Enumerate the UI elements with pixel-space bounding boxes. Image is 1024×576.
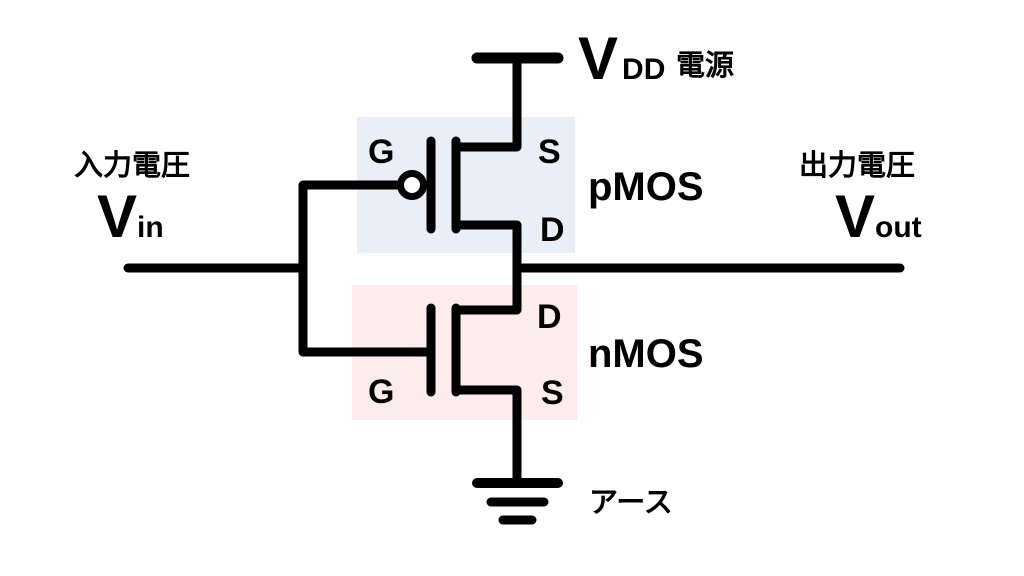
circuit-wires: [123, 52, 905, 525]
vin-label: Vin: [97, 183, 164, 250]
nmos-source-label: S: [541, 374, 564, 412]
power-caption: 電源: [676, 49, 734, 82]
vdd-symbol: V: [578, 25, 618, 92]
vdd-subscript: DD: [622, 53, 665, 86]
vin-subscript: in: [137, 211, 164, 244]
pmos-gate-label: G: [368, 133, 394, 171]
ground-caption: アース: [589, 487, 673, 519]
input-caption: 入力電圧: [74, 149, 190, 182]
gate-branch-wire: [298, 180, 432, 357]
nmos-name-label: nMOS: [588, 332, 704, 376]
vout-symbol: V: [835, 183, 875, 250]
pmos-source-label: S: [538, 133, 561, 171]
pmos-drain-label: D: [540, 211, 565, 249]
vout-label: Vout: [835, 183, 922, 250]
pmos-name-label: pMOS: [588, 165, 704, 209]
vdd-to-pmos-source-wire: [452, 53, 522, 152]
vin-symbol: V: [97, 183, 137, 250]
nmos-gate-label: G: [368, 373, 394, 411]
nmos-source-to-ground-wire: [452, 385, 522, 488]
output-caption: 出力電圧: [799, 149, 915, 182]
vout-subscript: out: [875, 211, 922, 244]
pmos-gate-bubble-icon: [397, 170, 427, 200]
nmos-drain-label: D: [537, 298, 562, 336]
